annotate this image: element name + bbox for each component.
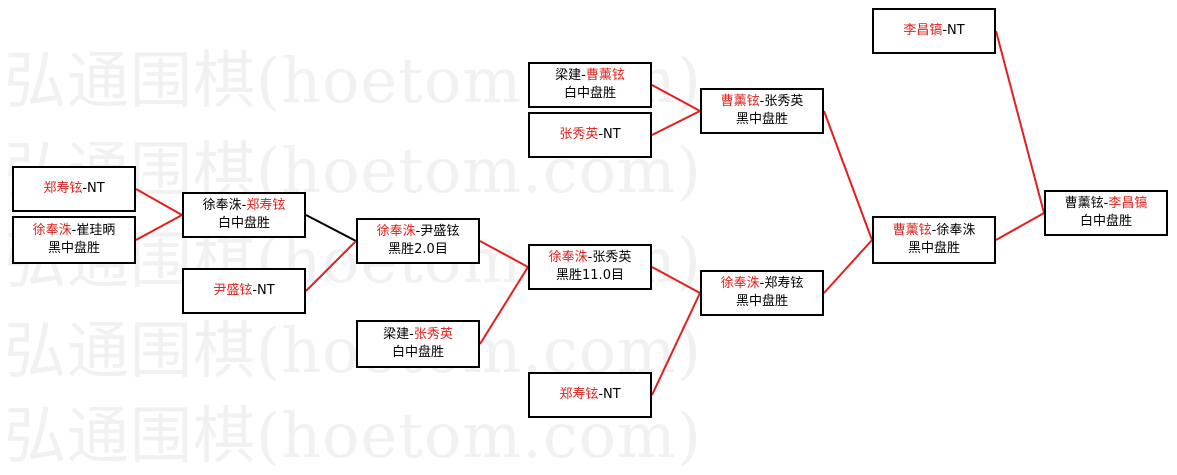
match-players: 梁建-曹薰铉 — [555, 67, 625, 85]
player-name: -NT — [942, 23, 965, 38]
winner-name: 李昌镐 — [1108, 196, 1148, 211]
winner-name: 曹薰铉 — [585, 68, 625, 83]
match-players: 曹薰铉-徐奉洙 — [893, 222, 976, 240]
bracket-link — [479, 240, 529, 268]
match-box-xu-zhang: 徐奉洙-张秀英 黑胜11.0目 — [528, 244, 652, 290]
match-box-zhang-nt: 张秀英-NT — [528, 112, 652, 158]
winner-name: 张秀英 — [559, 127, 599, 142]
winner-name: 曹薰铉 — [720, 94, 760, 109]
bracket-link — [651, 292, 701, 396]
match-result: 黑胜2.0目 — [388, 242, 448, 257]
player-name: 梁建- — [555, 68, 586, 83]
winner-name: 郑寿铉 — [43, 181, 83, 196]
match-result: 白中盘胜 — [391, 345, 444, 360]
match-box-cao-zhang: 曹薰铉-张秀英 黑中盘胜 — [700, 88, 824, 134]
match-box-xu-zheng: 徐奉洙-郑寿铉 白中盘胜 — [182, 192, 306, 238]
match-players: 徐奉洙-尹盛铉 — [377, 223, 460, 241]
bracket-link — [305, 214, 357, 242]
match-players: 曹薰铉-张秀英 — [721, 93, 804, 111]
bracket-link — [995, 212, 1045, 241]
match-players: 尹盛铉-NT — [213, 282, 274, 300]
player-name: -郑寿铉 — [759, 276, 804, 291]
bracket-link — [995, 30, 1045, 214]
bracket-link — [135, 214, 183, 241]
bracket-link — [823, 239, 873, 294]
match-box-final: 曹薰铉-李昌镐 白中盘胜 — [1044, 190, 1168, 236]
bracket-links — [135, 30, 1045, 396]
bracket-link — [305, 240, 357, 292]
winner-name: 李昌镐 — [903, 23, 943, 38]
match-players: 梁建-张秀英 — [383, 326, 453, 344]
winner-name: 徐奉洙 — [32, 223, 72, 238]
match-result: 黑中盘胜 — [47, 241, 100, 256]
player-name: -徐奉洙 — [931, 223, 976, 238]
winner-name: 徐奉洙 — [720, 276, 760, 291]
winner-name: 徐奉洙 — [548, 250, 588, 265]
match-players: 徐奉洙-崔珪昞 — [33, 222, 116, 240]
winner-name: 郑寿铉 — [559, 387, 599, 402]
winner-name: 徐奉洙 — [376, 224, 416, 239]
winner-name: 郑寿铉 — [246, 198, 286, 213]
match-box-cao-xu: 曹薰铉-徐奉洙 黑中盘胜 — [872, 216, 996, 264]
match-result: 黑中盘胜 — [735, 112, 788, 127]
match-players: 徐奉洙-郑寿铉 — [203, 197, 286, 215]
winner-name: 尹盛铉 — [213, 283, 253, 298]
player-name: 梁建- — [383, 327, 414, 342]
match-box-xu-zheng-2: 徐奉洙-郑寿铉 黑中盘胜 — [700, 270, 824, 316]
match-players: 郑寿铉-NT — [559, 386, 620, 404]
match-box-liang-cao: 梁建-曹薰铉 白中盘胜 — [528, 62, 652, 108]
player-name: -NT — [598, 387, 621, 402]
match-result: 黑胜11.0目 — [556, 268, 624, 283]
player-name: -崔珪昞 — [71, 223, 116, 238]
match-result: 白中盘胜 — [217, 216, 270, 231]
player-name: -张秀英 — [759, 94, 804, 109]
match-players: 徐奉洙-郑寿铉 — [721, 275, 804, 293]
player-name: 徐奉洙- — [202, 198, 247, 213]
match-result: 黑中盘胜 — [735, 294, 788, 309]
match-box-zheng-nt-2: 郑寿铉-NT — [528, 372, 652, 418]
bracket-link — [651, 110, 701, 136]
match-box-liang-zhang: 梁建-张秀英 白中盘胜 — [356, 320, 480, 368]
match-players: 郑寿铉-NT — [43, 180, 104, 198]
match-players: 徐奉洙-张秀英 — [549, 249, 632, 267]
winner-name: 曹薰铉 — [892, 223, 932, 238]
match-players: 李昌镐-NT — [903, 22, 964, 40]
match-box-yin-nt: 尹盛铉-NT — [182, 268, 306, 314]
bracket-link — [479, 266, 529, 345]
bracket-link — [135, 188, 183, 216]
player-name: -张秀英 — [587, 250, 632, 265]
player-name: -NT — [82, 181, 105, 196]
match-box-zheng-nt: 郑寿铉-NT — [12, 166, 136, 212]
winner-name: 张秀英 — [413, 327, 453, 342]
player-name: -尹盛铉 — [415, 224, 460, 239]
match-result: 黑中盘胜 — [907, 241, 960, 256]
match-box-li-nt: 李昌镐-NT — [872, 8, 996, 54]
bracket-link — [651, 84, 701, 112]
match-players: 曹薰铉-李昌镐 — [1065, 195, 1148, 213]
match-players: 张秀英-NT — [559, 126, 620, 144]
player-name: -NT — [252, 283, 275, 298]
player-name: 曹薰铉- — [1064, 196, 1109, 211]
match-result: 白中盘胜 — [563, 86, 616, 101]
player-name: -NT — [598, 127, 621, 142]
match-box-xu-yin: 徐奉洙-尹盛铉 黑胜2.0目 — [356, 218, 480, 264]
bracket-link — [651, 266, 701, 294]
match-box-xu-cui: 徐奉洙-崔珪昞 黑中盘胜 — [12, 216, 136, 264]
bracket-link — [823, 110, 873, 241]
match-result: 白中盘胜 — [1079, 214, 1132, 229]
